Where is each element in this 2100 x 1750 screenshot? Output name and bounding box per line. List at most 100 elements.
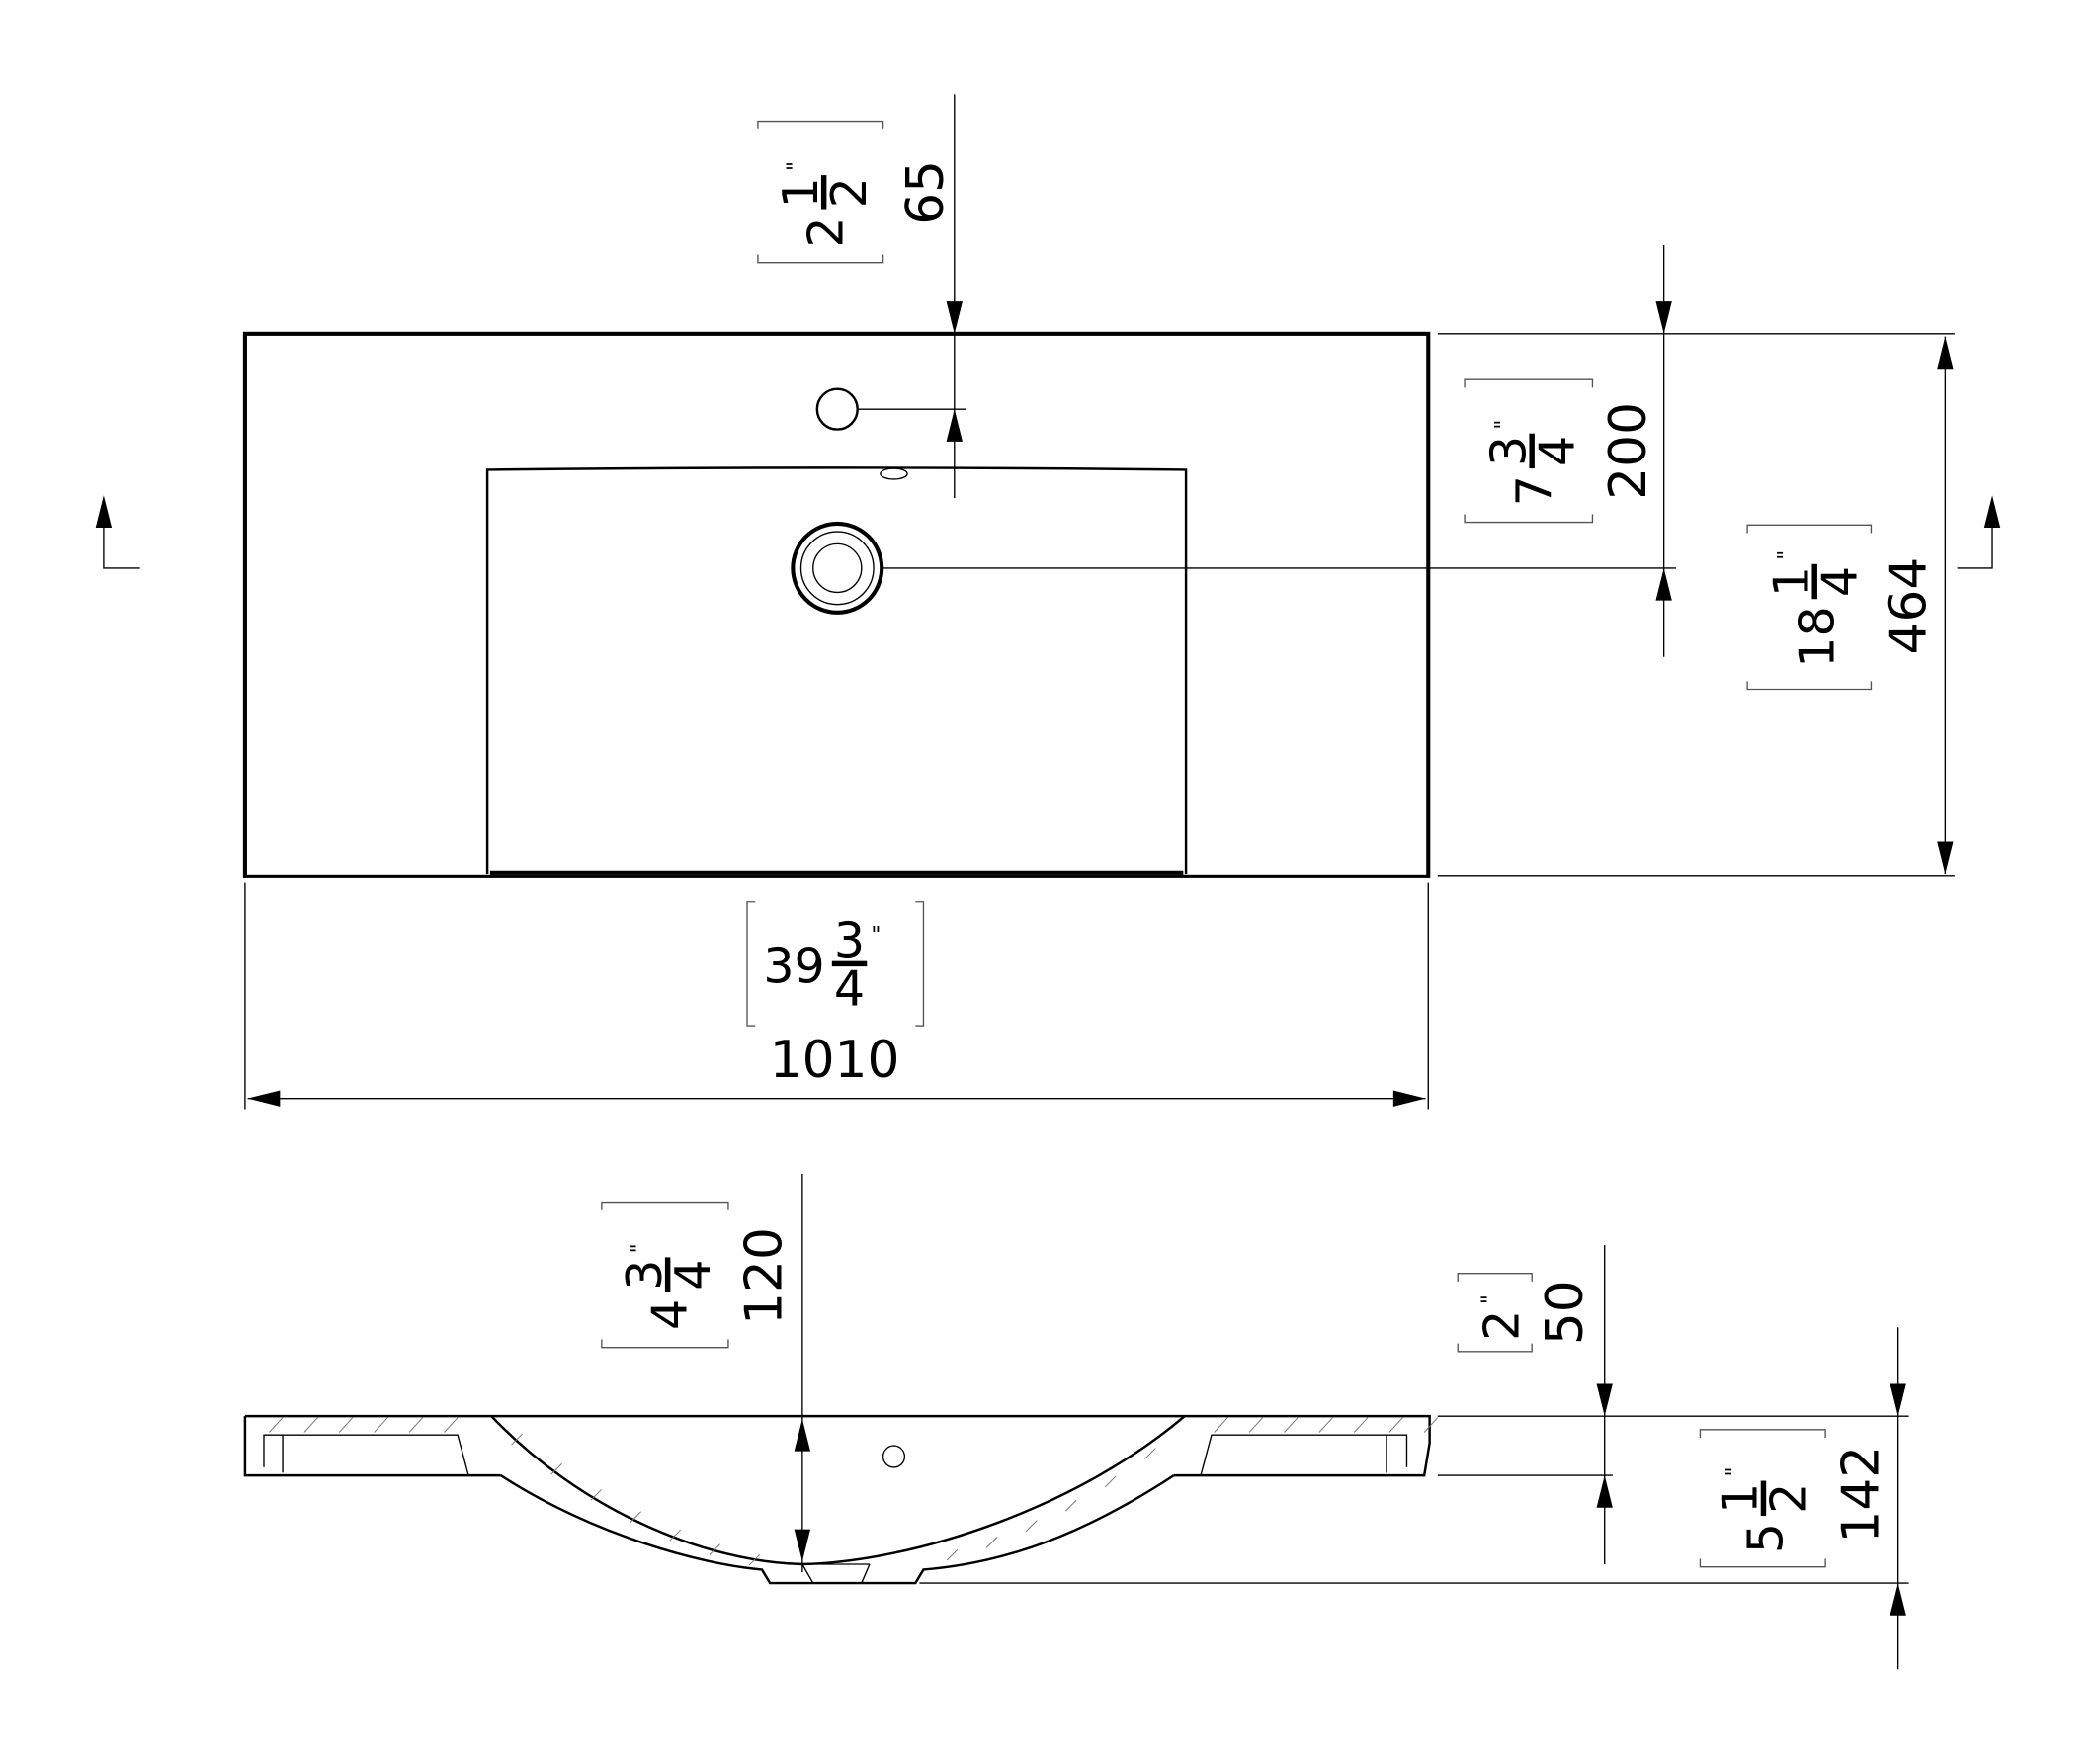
- hatch-line: [1353, 1417, 1369, 1433]
- arrowhead-icon: [946, 301, 963, 334]
- inch-bracket: [1699, 1429, 1826, 1568]
- section-marker-left: [103, 525, 140, 569]
- inch-numerator: 1: [1712, 1483, 1769, 1514]
- tap-hole: [815, 387, 859, 431]
- inch-whole: 39: [763, 937, 824, 994]
- overflow-hole-side: [882, 1445, 906, 1468]
- overflow-hole: [880, 467, 908, 480]
- dimension-mm-value: 120: [734, 1227, 794, 1325]
- inch-denominator: 4: [1810, 566, 1868, 597]
- hatch-line: [408, 1417, 424, 1433]
- fraction-bar: [820, 175, 827, 210]
- inch-bracket: [1457, 1273, 1533, 1353]
- inch-numerator: 3: [616, 1260, 673, 1291]
- dimension-mm-value: 1010: [770, 1031, 900, 1090]
- inch-value: 434": [616, 1243, 721, 1330]
- inch-mark: ": [1491, 420, 1516, 430]
- inch-value: 7 34 ": [1479, 420, 1585, 507]
- arrowhead-icon: [1596, 1475, 1613, 1508]
- dimension-mm-value: 50: [1536, 1280, 1595, 1345]
- inch-whole: 2: [1473, 1310, 1531, 1341]
- dimension-depth: 464 18 14 ": [1746, 524, 1938, 691]
- dimension-arrows: [95, 301, 2001, 1616]
- inch-mark: ": [628, 1243, 652, 1253]
- inch-bracket: [757, 120, 884, 264]
- dimension-mm-value: 65: [896, 160, 956, 225]
- hatch-line: [985, 1537, 998, 1548]
- hatch-line: [1284, 1417, 1299, 1433]
- inch-whole: 4: [641, 1299, 699, 1330]
- hatch-line: [590, 1489, 602, 1501]
- arrowhead-icon: [1655, 301, 1672, 334]
- fraction-bar: [1529, 433, 1535, 469]
- inch-numerator: 1: [1762, 566, 1819, 597]
- hatch-line: [1064, 1499, 1077, 1512]
- arrowhead-icon: [95, 495, 113, 529]
- basin-outline: [242, 331, 1431, 878]
- inch-bracket: [601, 1201, 729, 1349]
- arrowhead-icon: [1655, 567, 1672, 601]
- inch-value: 212": [772, 161, 878, 248]
- arrowhead-icon: [1890, 1583, 1906, 1616]
- inch-denominator: 4: [1528, 436, 1585, 466]
- inch-mark: ": [1774, 550, 1799, 560]
- inch-whole: 18: [1788, 606, 1845, 667]
- hatch-line: [550, 1462, 562, 1475]
- hatch-line: [338, 1417, 354, 1433]
- hatch-line: [946, 1548, 959, 1561]
- section-hatching: [269, 1417, 1439, 1566]
- side-view: [243, 1173, 1909, 1670]
- inch-whole: 2: [798, 216, 855, 247]
- hatch-line: [303, 1417, 318, 1433]
- hatch-line: [709, 1543, 721, 1555]
- fraction-bar: [1760, 1480, 1767, 1516]
- inch-bracket: [746, 901, 925, 1027]
- hatch-line: [1423, 1417, 1439, 1433]
- arrowhead-icon: [946, 409, 963, 442]
- inch-numerator: 1: [772, 177, 829, 208]
- dimension-mm-value: 142: [1832, 1446, 1891, 1543]
- top-view: [103, 94, 1993, 1110]
- inch-mark: ": [784, 161, 808, 171]
- dimension-rim-height: 502 ": [1457, 1273, 1595, 1353]
- arrowhead-icon: [1392, 1090, 1426, 1107]
- inch-denominator: 4: [664, 1260, 721, 1291]
- inch-denominator: 2: [1760, 1483, 1817, 1514]
- fraction-bar: [1811, 563, 1817, 600]
- hatch-line: [444, 1417, 459, 1433]
- rim-profile-right: [244, 1414, 1431, 1477]
- inch-mark: ": [871, 924, 881, 949]
- bowl-inner-curve: [490, 1415, 1186, 1566]
- hatch-line: [374, 1417, 388, 1433]
- inch-denominator: 2: [820, 177, 878, 208]
- bowl-outline: [485, 466, 1188, 875]
- hatch-line: [511, 1433, 523, 1446]
- hatch-line: [1144, 1448, 1156, 1459]
- arrowhead-icon: [794, 1418, 811, 1452]
- inch-mark: ": [1478, 1294, 1503, 1304]
- dimension-mm-value: 464: [1879, 557, 1938, 655]
- inch-bracket: [1746, 524, 1873, 691]
- fraction-bar: [664, 1257, 671, 1292]
- inch-whole: 7: [1505, 475, 1562, 506]
- inch-numerator: 3: [1479, 436, 1537, 466]
- arrowhead-icon: [1983, 495, 2001, 529]
- hatch-line: [1318, 1417, 1333, 1433]
- inch-numerator: 3: [834, 912, 865, 969]
- hatch-line: [748, 1553, 761, 1566]
- arrowhead-icon: [794, 1529, 811, 1562]
- arrowhead-icon: [1596, 1383, 1613, 1417]
- hatch-line: [1248, 1417, 1264, 1433]
- dimension-mm-value: 200: [1599, 402, 1658, 500]
- hatch-line: [1025, 1520, 1038, 1532]
- drain-inner: [812, 542, 863, 594]
- inch-value: 18 14 ": [1762, 550, 1868, 668]
- dimension-drain-offset: 200 7 34 ": [1464, 378, 1658, 524]
- drain-mid: [799, 531, 875, 606]
- inch-bracket: [1464, 378, 1594, 524]
